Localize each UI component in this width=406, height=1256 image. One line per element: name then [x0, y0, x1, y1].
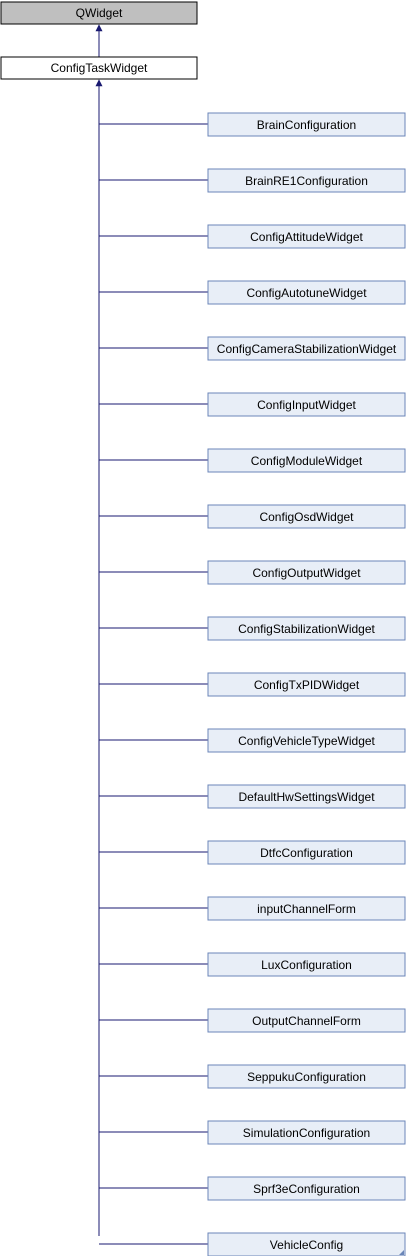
- class-label: SeppukuConfiguration: [247, 1070, 366, 1084]
- class-box: [207, 504, 406, 529]
- class-label: ConfigCameraStabilizationWidget: [217, 342, 397, 356]
- class-box: [207, 784, 406, 809]
- class-node-seppukuconfiguration[interactable]: SeppukuConfiguration: [99, 1064, 406, 1089]
- class-box: [207, 728, 406, 753]
- class-node-configcamerastabilizationwidget[interactable]: ConfigCameraStabilizationWidget: [99, 336, 406, 361]
- class-node-configautotunewidget[interactable]: ConfigAutotuneWidget: [99, 280, 406, 305]
- class-label: SimulationConfiguration: [243, 1126, 370, 1140]
- class-label: ConfigOutputWidget: [252, 566, 361, 580]
- class-node-vehicleconfig[interactable]: VehicleConfig: [99, 1232, 406, 1256]
- class-label: OutputChannelForm: [252, 1014, 361, 1028]
- class-label: ConfigTxPIDWidget: [254, 678, 360, 692]
- class-box: [207, 1176, 406, 1201]
- class-label: ConfigInputWidget: [257, 398, 356, 412]
- class-node-configtxpidwidget[interactable]: ConfigTxPIDWidget: [99, 672, 406, 697]
- fold-corner-icon: [399, 1250, 404, 1255]
- configtaskwidget-node[interactable]: ConfigTaskWidget: [0, 56, 198, 80]
- class-node-defaulthwsettingswidget[interactable]: DefaultHwSettingsWidget: [99, 784, 406, 809]
- class-box: [207, 224, 406, 249]
- class-node-configoutputwidget[interactable]: ConfigOutputWidget: [99, 560, 406, 585]
- class-label: ConfigAutotuneWidget: [246, 286, 367, 300]
- class-node-luxconfiguration[interactable]: LuxConfiguration: [99, 952, 406, 977]
- class-box: [207, 616, 406, 641]
- class-node-simulationconfiguration[interactable]: SimulationConfiguration: [99, 1120, 406, 1145]
- class-node-dtfcconfiguration[interactable]: DtfcConfiguration: [99, 840, 406, 865]
- class-label: inputChannelForm: [257, 902, 356, 916]
- class-label: ConfigVehicleTypeWidget: [238, 734, 375, 748]
- class-label: ConfigOsdWidget: [259, 510, 354, 524]
- class-box: [207, 896, 406, 921]
- class-box: [207, 1120, 406, 1145]
- class-label: ConfigModuleWidget: [251, 454, 363, 468]
- class-label: DefaultHwSettingsWidget: [238, 790, 375, 804]
- class-node-configinputwidget[interactable]: ConfigInputWidget: [99, 392, 406, 417]
- class-node-brainre1configuration[interactable]: BrainRE1Configuration: [99, 168, 406, 193]
- class-box: [207, 392, 406, 417]
- class-node-inputchannelform[interactable]: inputChannelForm: [99, 896, 406, 921]
- class-box: [207, 560, 406, 585]
- class-label: ConfigAttitudeWidget: [250, 230, 363, 244]
- class-node-configosdwidget[interactable]: ConfigOsdWidget: [99, 504, 406, 529]
- derived-classes: BrainConfigurationBrainRE1ConfigurationC…: [99, 112, 406, 1256]
- class-box: [207, 840, 406, 865]
- class-box: [207, 112, 406, 137]
- class-label: BrainConfiguration: [257, 118, 356, 132]
- class-box: [207, 168, 406, 193]
- configtaskwidget-box: [0, 56, 198, 80]
- class-box: [207, 672, 406, 697]
- class-node-configstabilizationwidget[interactable]: ConfigStabilizationWidget: [99, 616, 406, 641]
- class-node-brainconfiguration[interactable]: BrainConfiguration: [99, 112, 406, 137]
- class-box: [207, 336, 406, 361]
- class-box: [207, 1064, 406, 1089]
- class-label: ConfigStabilizationWidget: [238, 622, 375, 636]
- configtaskwidget-label: ConfigTaskWidget: [51, 61, 148, 75]
- qwidget-box: [0, 1, 198, 25]
- class-box: [207, 280, 406, 305]
- class-node-outputchannelform[interactable]: OutputChannelForm: [99, 1008, 406, 1033]
- class-box: [207, 952, 406, 977]
- class-box: [207, 1008, 406, 1033]
- class-label: VehicleConfig: [270, 1238, 343, 1252]
- qwidget-node[interactable]: QWidget: [0, 1, 198, 25]
- class-label: Sprf3eConfiguration: [253, 1182, 360, 1196]
- class-node-configmodulewidget[interactable]: ConfigModuleWidget: [99, 448, 406, 473]
- class-node-configvehicletypewidget[interactable]: ConfigVehicleTypeWidget: [99, 728, 406, 753]
- class-label: LuxConfiguration: [261, 958, 352, 972]
- class-label: DtfcConfiguration: [260, 846, 353, 860]
- class-box: [207, 448, 406, 473]
- class-box: [207, 1232, 406, 1256]
- class-label: BrainRE1Configuration: [245, 174, 368, 188]
- qwidget-label: QWidget: [76, 6, 123, 20]
- class-node-sprf3econfiguration[interactable]: Sprf3eConfiguration: [99, 1176, 406, 1201]
- class-node-configattitudewidget[interactable]: ConfigAttitudeWidget: [99, 224, 406, 249]
